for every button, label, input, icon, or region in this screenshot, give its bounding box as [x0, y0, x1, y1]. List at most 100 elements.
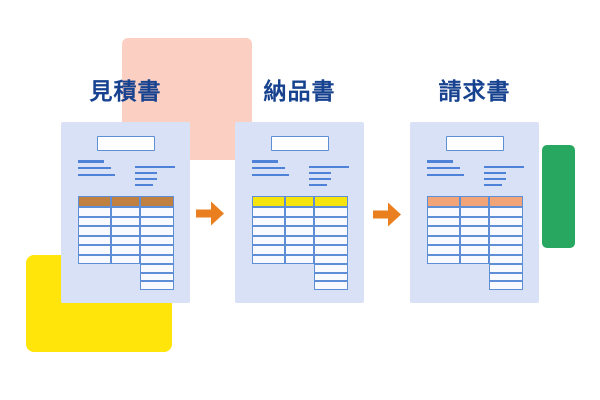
table-cell — [459, 235, 490, 245]
table-cell — [140, 254, 174, 264]
table-cell — [78, 254, 111, 264]
table-header-cell — [489, 196, 523, 207]
table-cell — [314, 281, 348, 290]
table-cell — [459, 216, 490, 226]
doc-title-quotation: 見積書 — [89, 78, 162, 104]
table-cell — [252, 216, 285, 226]
text-line — [135, 166, 175, 168]
table-cell — [252, 226, 285, 236]
text-line — [78, 167, 111, 169]
table-header-cell — [284, 196, 315, 207]
table-cell — [78, 226, 111, 236]
table-cell — [110, 235, 141, 245]
table-cell — [140, 226, 174, 236]
text-line — [135, 184, 153, 186]
text-line — [427, 174, 464, 176]
table-cell — [427, 245, 460, 255]
table-cell — [110, 216, 141, 226]
table-header-cell — [110, 196, 141, 207]
table-cell — [78, 245, 111, 255]
table-cell — [314, 254, 348, 264]
table-cell — [284, 226, 315, 236]
doc-table — [78, 196, 174, 290]
table-header-cell — [252, 196, 285, 207]
doc-table — [427, 196, 523, 290]
text-line — [309, 172, 331, 174]
table-cell — [459, 245, 490, 255]
table-header-cell — [459, 196, 490, 207]
table-cell — [427, 226, 460, 236]
decor-green-rect — [542, 145, 575, 248]
table-cell — [284, 216, 315, 226]
doc-table — [252, 196, 348, 290]
table-cell — [314, 216, 348, 226]
text-line — [427, 167, 460, 169]
doc-title-invoice: 請求書 — [438, 78, 511, 104]
text-line — [135, 172, 157, 174]
table-cell — [489, 245, 523, 255]
table-cell — [252, 235, 285, 245]
arrow-right-icon — [195, 200, 225, 227]
text-line — [484, 184, 502, 186]
arrow-right-icon — [372, 201, 402, 228]
table-cell — [284, 235, 315, 245]
table-cell — [252, 254, 285, 264]
text-line — [484, 166, 524, 168]
doc-card-invoice — [410, 122, 539, 303]
table-cell — [489, 254, 523, 264]
doc-header-box — [271, 136, 329, 151]
table-cell — [314, 235, 348, 245]
text-line — [135, 178, 157, 180]
table-cell — [140, 207, 174, 217]
text-line — [252, 174, 289, 176]
table-cell — [489, 264, 523, 273]
table-cell — [110, 245, 141, 255]
table-cell — [284, 207, 315, 217]
table-cell — [252, 245, 285, 255]
table-cell — [78, 207, 111, 217]
table-cell — [489, 235, 523, 245]
table-cell — [489, 226, 523, 236]
table-header-cell — [140, 196, 174, 207]
table-cell — [140, 245, 174, 255]
table-header-cell — [78, 196, 111, 207]
table-cell — [489, 281, 523, 290]
table-header-cell — [427, 196, 460, 207]
table-cell — [140, 264, 174, 273]
table-cell — [284, 254, 315, 264]
table-cell — [314, 226, 348, 236]
doc-header-box — [446, 136, 504, 151]
text-line — [484, 178, 506, 180]
table-cell — [140, 272, 174, 281]
table-cell — [140, 235, 174, 245]
table-cell — [314, 264, 348, 273]
text-line — [309, 166, 349, 168]
table-cell — [110, 254, 141, 264]
text-line — [309, 178, 331, 180]
table-cell — [427, 254, 460, 264]
table-cell — [427, 207, 460, 217]
table-cell — [252, 207, 285, 217]
table-cell — [489, 207, 523, 217]
table-cell — [140, 281, 174, 290]
table-cell — [459, 226, 490, 236]
doc-header-box — [97, 136, 155, 151]
text-line — [78, 174, 115, 176]
table-header-cell — [314, 196, 348, 207]
table-cell — [489, 216, 523, 226]
text-line — [78, 160, 104, 163]
table-cell — [110, 207, 141, 217]
text-line — [427, 160, 453, 163]
table-cell — [314, 207, 348, 217]
table-cell — [459, 254, 490, 264]
text-line — [252, 160, 278, 163]
table-cell — [78, 216, 111, 226]
doc-title-delivery-note: 納品書 — [263, 78, 336, 104]
table-cell — [427, 235, 460, 245]
table-cell — [314, 245, 348, 255]
table-cell — [459, 207, 490, 217]
text-line — [252, 167, 285, 169]
table-cell — [284, 245, 315, 255]
doc-card-delivery-note — [235, 122, 364, 303]
